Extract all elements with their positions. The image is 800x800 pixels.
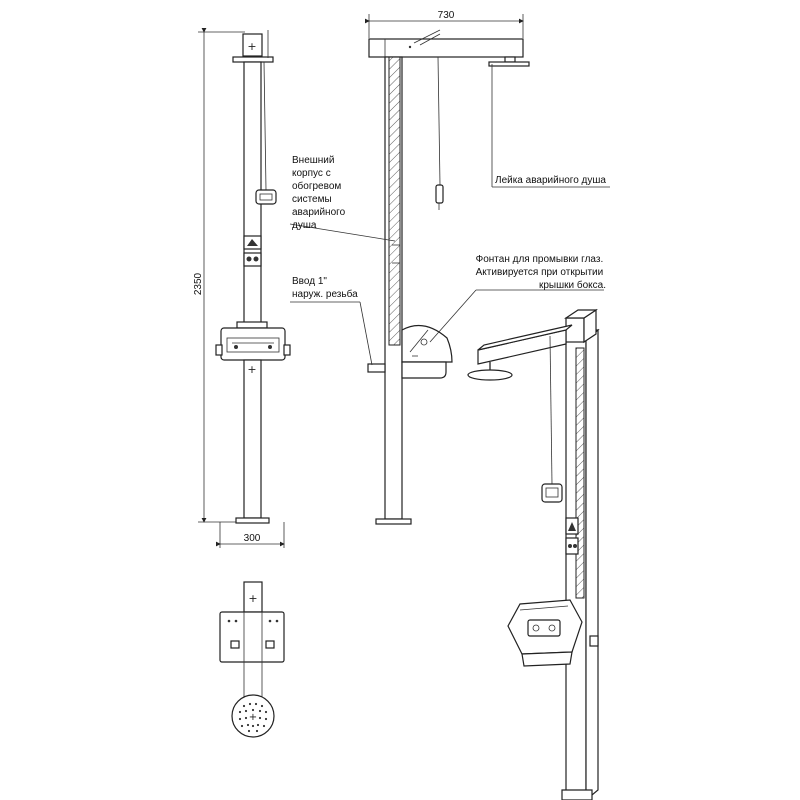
inlet-pipe	[367, 363, 386, 373]
box-hinge-right	[283, 344, 291, 356]
iso-heated-housing	[575, 347, 585, 599]
eyewash-leader	[429, 289, 477, 343]
eyewash-sign-icon	[243, 252, 262, 267]
height-dim-label: 2350	[193, 272, 204, 295]
side-pull-handle	[435, 184, 444, 204]
front-column-lower	[243, 359, 262, 519]
eyewash-note: Фонтан для промывки глаз. Активируется п…	[476, 254, 606, 291]
iso-pull-handle-icon	[541, 483, 563, 503]
iso-top-cap	[565, 317, 585, 343]
iso-shower-head	[467, 369, 513, 381]
housing-leader	[289, 223, 396, 242]
inlet-note: Ввод 1" наруж. резьба	[292, 276, 358, 300]
housing-note: Внешний корпус с обогревом системы авари…	[292, 155, 348, 231]
iso-base-plate	[561, 789, 593, 800]
pull-handle-icon	[255, 189, 277, 205]
cross-mark-icon: +	[248, 592, 257, 605]
height-dimension: 2350	[193, 28, 245, 523]
cross-mark-icon: +	[249, 712, 257, 723]
shower-head-note: Лейка аварийного душа	[495, 175, 606, 186]
cross-mark-icon: +	[247, 40, 256, 53]
top-view-box	[219, 611, 285, 663]
base-width-dim-label: 300	[244, 533, 261, 544]
eyewash-top	[236, 321, 268, 329]
front-base-plate	[235, 517, 270, 524]
base-width-dimension: 300	[216, 522, 285, 548]
heated-housing	[388, 56, 401, 346]
eyewash-box-front	[220, 327, 286, 361]
iso-eyewash-nozzles	[527, 619, 561, 637]
annotations: Внешний корпус с обогревом системы авари…	[292, 155, 606, 300]
top-view-fitting-right	[265, 640, 275, 649]
top-arm	[368, 38, 524, 58]
top-view-fitting-left	[230, 640, 240, 649]
iso-inlet-fitting	[589, 635, 599, 647]
iso-column-side	[585, 328, 599, 800]
side-shower-neck	[504, 56, 516, 63]
box-hinge-left	[215, 344, 223, 356]
iso-top-cap-top	[564, 309, 598, 319]
eyewash-cover	[401, 324, 453, 363]
cross-mark-icon: +	[247, 363, 256, 376]
top-width-dim-label: 730	[438, 10, 455, 21]
inlet-leader	[359, 301, 373, 366]
iso-eyewash-bowl	[521, 651, 573, 667]
shower-plate	[232, 56, 274, 63]
isometric-view	[467, 308, 600, 800]
iso-arm-top	[477, 324, 573, 351]
front-view: 2350 300 +	[193, 28, 291, 548]
eyewash-bowl	[401, 361, 447, 379]
side-shower-head	[488, 61, 530, 67]
side-base-plate	[375, 518, 412, 525]
top-head-box	[242, 33, 263, 57]
side-view: 730	[289, 10, 610, 525]
top-width-dimension: 730	[365, 10, 524, 38]
top-view: + +	[219, 581, 285, 738]
